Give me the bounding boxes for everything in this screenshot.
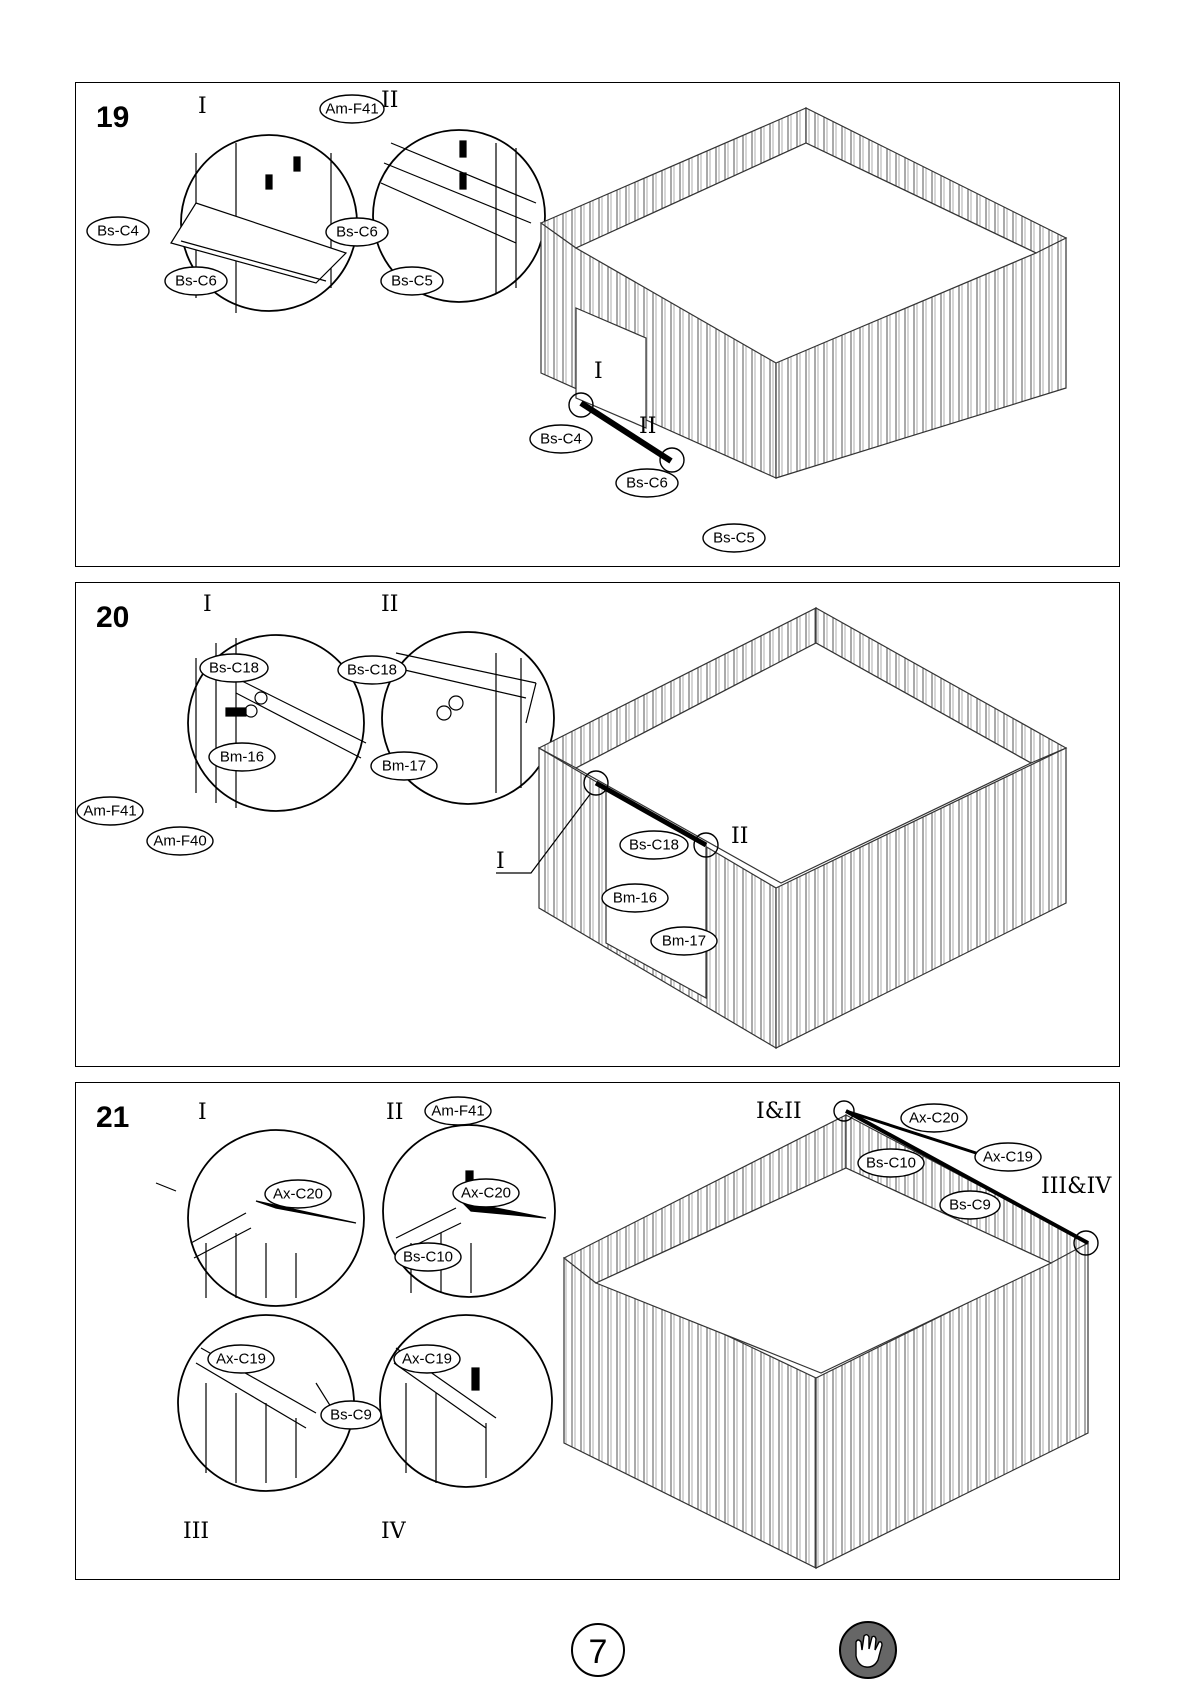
label-ax-c20-detail-ii: Ax-C20 [453,1179,519,1207]
label-am-f41: Am-F41 [425,1097,491,1125]
label-bs-c10-main: Bs-C10 [858,1149,924,1177]
svg-text:Bs-C6: Bs-C6 [175,273,217,290]
detail-i-label: I [198,1100,207,1125]
label-bs-c18-detail-i: Bs-C18 [200,654,268,682]
main-marker-i: I [594,359,603,384]
detail-iii-label: III [183,1519,209,1544]
svg-text:Ax-C19: Ax-C19 [216,1351,266,1368]
step-number: 20 [96,601,129,635]
main-marker-iii-iv: III&IV [1041,1174,1112,1199]
label-ax-c20-detail-i: Ax-C20 [265,1180,331,1208]
label-bs-c6-main: Bs-C6 [616,469,678,497]
svg-text:Bm-16: Bm-16 [613,890,657,907]
page-number: 7 [589,1633,608,1671]
svg-text:Bs-C9: Bs-C9 [330,1407,372,1424]
main-marker-ii: II [731,824,748,849]
svg-text:Bs-C5: Bs-C5 [391,273,433,290]
step-21-panel: I II III IV [75,1082,1120,1580]
label-am-f41: Am-F41 [320,95,384,123]
label-ax-c19-detail-iii: Ax-C19 [208,1345,274,1373]
label-bs-c18-main: Bs-C18 [620,831,688,859]
step-19-illustration: I II I II Am-F41 Bs-C4 Bs-C6 Bs-C6 Bs-C5… [76,83,1121,568]
step-20-panel: I II I II Bs-C18 Bm-16 Am-F41 Am-F40 Bs-… [75,582,1120,1067]
glove-icon [838,1620,898,1680]
svg-text:Am-F41: Am-F41 [83,803,136,820]
svg-text:Bs-C6: Bs-C6 [336,224,378,241]
label-am-f41: Am-F41 [77,797,143,825]
svg-text:Ax-C19: Ax-C19 [983,1149,1033,1166]
label-ax-c19-main: Ax-C19 [975,1143,1041,1171]
step-number: 19 [96,101,129,135]
svg-text:Bs-C6: Bs-C6 [626,475,668,492]
label-bs-c6-detail: Bs-C6 [165,267,227,295]
svg-text:Bs-C18: Bs-C18 [209,660,259,677]
main-marker-i: I [496,849,505,874]
svg-text:Am-F41: Am-F41 [431,1103,484,1120]
step-21-illustration: I II III IV [76,1083,1121,1581]
main-marker-ii: II [639,414,656,439]
svg-text:Bs-C18: Bs-C18 [347,662,397,679]
step-20-illustration: I II I II Bs-C18 Bm-16 Am-F41 Am-F40 Bs-… [76,583,1121,1068]
label-bs-c9-main: Bs-C9 [940,1191,1000,1219]
detail-iv-label: IV [381,1519,407,1544]
label-bs-c4-detail: Bs-C4 [87,217,149,245]
svg-text:Bm-17: Bm-17 [382,758,426,775]
detail-circle-ii [383,1125,555,1297]
svg-text:Bs-C10: Bs-C10 [866,1155,916,1172]
svg-text:Bs-C4: Bs-C4 [540,431,582,448]
svg-text:Bs-C10: Bs-C10 [403,1249,453,1266]
detail-i-label: I [203,592,212,617]
page-number-badge: 7 [570,1622,626,1678]
label-bs-c18-detail-ii: Bs-C18 [338,656,406,684]
svg-text:Bs-C4: Bs-C4 [97,223,139,240]
label-bs-c10-detail: Bs-C10 [395,1243,461,1271]
svg-text:Ax-C20: Ax-C20 [909,1110,959,1127]
label-bs-c6-detail-ii: Bs-C6 [326,218,388,246]
svg-text:Bm-16: Bm-16 [220,749,264,766]
detail-i-label: I [198,94,207,119]
detail-ii-label: II [386,1100,403,1125]
label-bm-17-main: Bm-17 [651,927,717,955]
svg-text:Bm-17: Bm-17 [662,933,706,950]
detail-ii-label: II [381,592,398,617]
svg-text:Am-F41: Am-F41 [325,101,378,118]
svg-text:Ax-C19: Ax-C19 [402,1351,452,1368]
label-bs-c5-detail: Bs-C5 [381,267,443,295]
svg-text:Am-F40: Am-F40 [153,833,206,850]
svg-text:Ax-C20: Ax-C20 [273,1186,323,1203]
svg-text:Ax-C20: Ax-C20 [461,1185,511,1202]
svg-text:Bs-C18: Bs-C18 [629,837,679,854]
label-bs-c9-detail: Bs-C9 [321,1401,381,1429]
label-am-f40: Am-F40 [147,827,213,855]
label-bm-17-detail: Bm-17 [371,752,437,780]
main-marker-i-ii: I&II [756,1099,802,1124]
label-bs-c5-main: Bs-C5 [703,524,765,552]
label-bm-16-detail: Bm-16 [209,743,275,771]
label-bm-16-main: Bm-16 [602,884,668,912]
label-ax-c20-main: Ax-C20 [901,1104,967,1132]
step-number: 21 [96,1101,129,1135]
step-19-panel: I II I II Am-F41 Bs-C4 Bs-C6 Bs-C6 Bs-C5… [75,82,1120,567]
svg-text:Bs-C9: Bs-C9 [949,1197,991,1214]
detail-circle-i [188,1130,364,1306]
label-bs-c4-main: Bs-C4 [530,425,592,453]
svg-text:Bs-C5: Bs-C5 [713,530,755,547]
label-ax-c19-detail-iv: Ax-C19 [394,1345,460,1373]
